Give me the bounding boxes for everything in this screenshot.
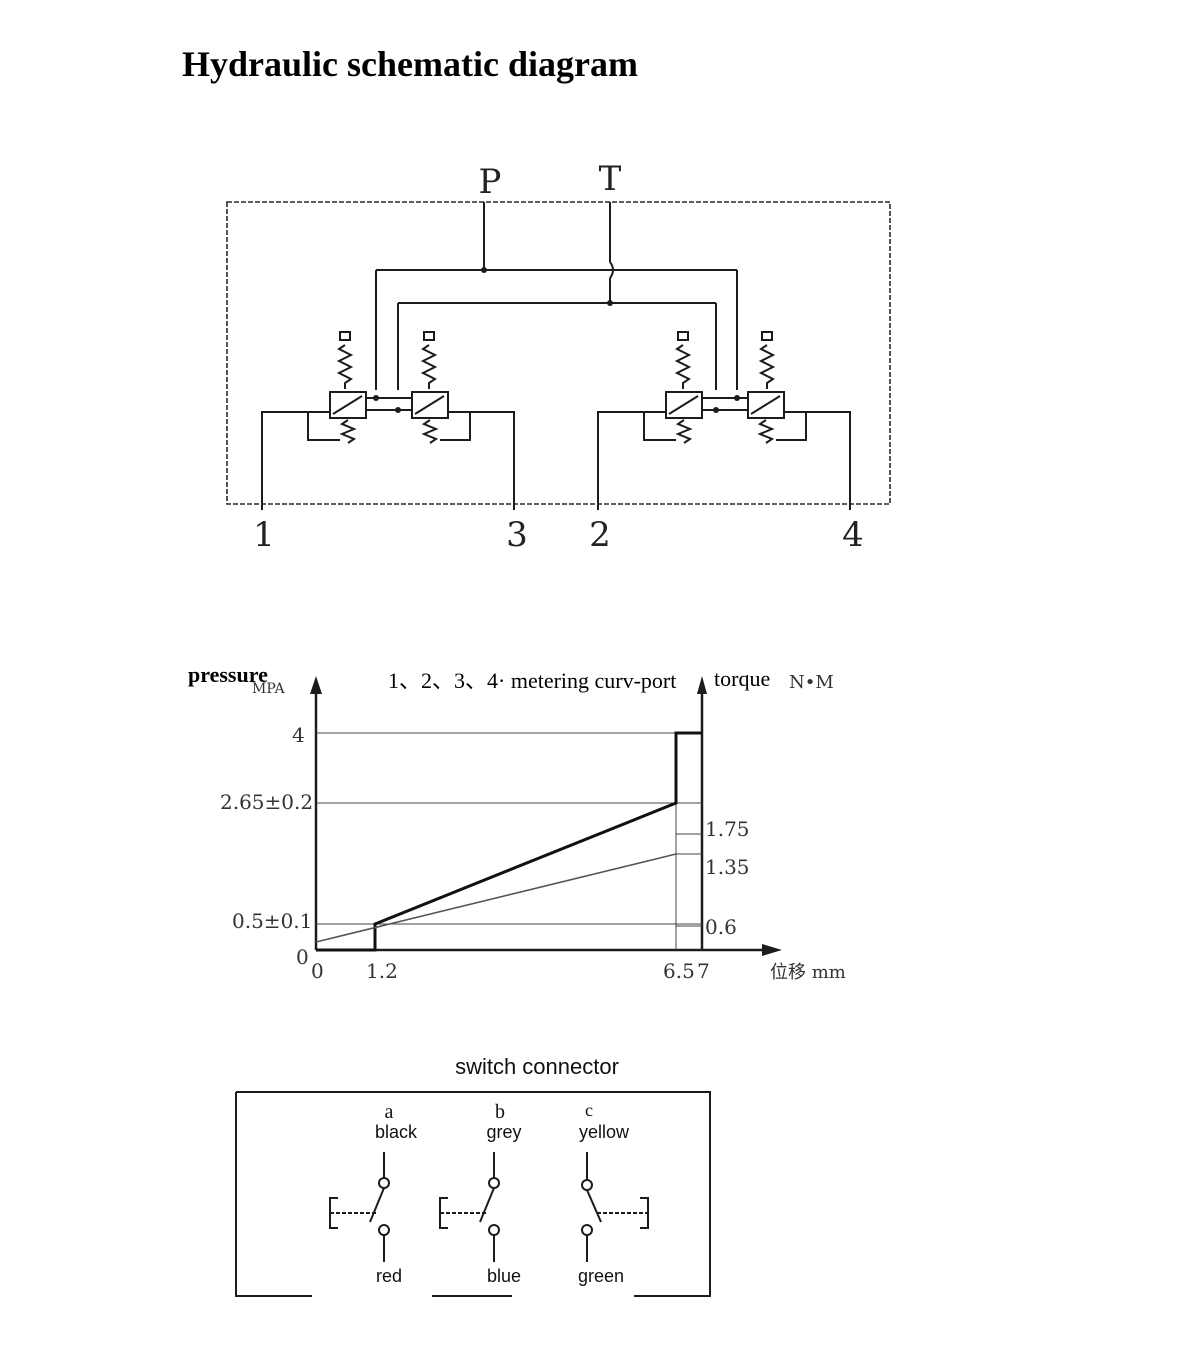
y-tick-label: 0.5±0.1 xyxy=(232,909,312,933)
contact-a-top-color: black xyxy=(375,1122,418,1142)
torque-unit: N•M xyxy=(789,672,834,693)
port-3-label: 3 xyxy=(506,515,528,555)
switch-title: switch connector xyxy=(455,1054,619,1079)
contact-b: b grey blue xyxy=(439,1101,522,1286)
switch-frame-left xyxy=(235,1092,312,1297)
y-axis-label: pressure xyxy=(188,662,268,687)
x-tick-label: 6.5 xyxy=(663,959,695,983)
page-title: Hydraulic schematic diagram xyxy=(182,44,638,84)
valve-body-outline xyxy=(226,201,891,505)
supply-lines xyxy=(375,202,738,390)
y-tick-label: 0 xyxy=(296,945,309,969)
contact-b-bottom-color: blue xyxy=(487,1266,521,1286)
port-1-label: 1 xyxy=(253,515,275,555)
reducing-valve-right-pair xyxy=(597,331,851,504)
y-axis-unit: MPA xyxy=(252,681,285,697)
x-tick-label: 7 xyxy=(697,959,710,983)
contact-a: a black red xyxy=(329,1101,418,1286)
torque-tick-label: 1.35 xyxy=(705,855,750,879)
chart-title: 1、2、3、4· metering curv-port xyxy=(388,668,676,693)
x-axis-arrow xyxy=(762,944,782,956)
contact-c: c yellow green xyxy=(578,1100,649,1286)
x-axis-label: 位移 mm xyxy=(770,962,846,983)
port-2-label: 2 xyxy=(589,515,611,555)
switch-connector: switch connector a black red b grey xyxy=(235,1054,711,1297)
port-t-label: T xyxy=(599,159,622,199)
metering-chart: pressure MPA 1、2、3、4· metering curv-port… xyxy=(188,662,846,983)
torque-label: torque xyxy=(714,666,770,691)
x-tick-label: 0 xyxy=(311,959,324,983)
contact-b-letter: b xyxy=(495,1101,505,1123)
torque-tick-label: 1.75 xyxy=(705,817,750,841)
y-tick-label: 4 xyxy=(292,723,305,747)
contact-c-top-color: yellow xyxy=(579,1122,630,1142)
x-tick-label: 1.2 xyxy=(366,959,398,983)
port-4-label: 4 xyxy=(842,515,864,555)
torque-curve xyxy=(315,853,677,943)
contact-a-letter: a xyxy=(385,1101,394,1123)
torque-axis-arrow xyxy=(697,676,707,694)
pressure-curve xyxy=(316,731,702,952)
torque-tick-label: 0.6 xyxy=(705,915,737,939)
reducing-valve-left-pair xyxy=(261,331,515,504)
contact-b-top-color: grey xyxy=(486,1122,521,1142)
contact-c-letter: c xyxy=(585,1100,593,1120)
hydraulic-schematic: P T 1 3 2 4 xyxy=(226,159,891,555)
contact-a-bottom-color: red xyxy=(376,1266,402,1286)
port-p-label: P xyxy=(479,162,502,202)
switch-frame-right xyxy=(236,1091,711,1297)
y-tick-label: 2.65±0.2 xyxy=(220,790,313,814)
contact-c-bottom-color: green xyxy=(578,1266,624,1286)
y-axis-arrow xyxy=(310,676,322,694)
